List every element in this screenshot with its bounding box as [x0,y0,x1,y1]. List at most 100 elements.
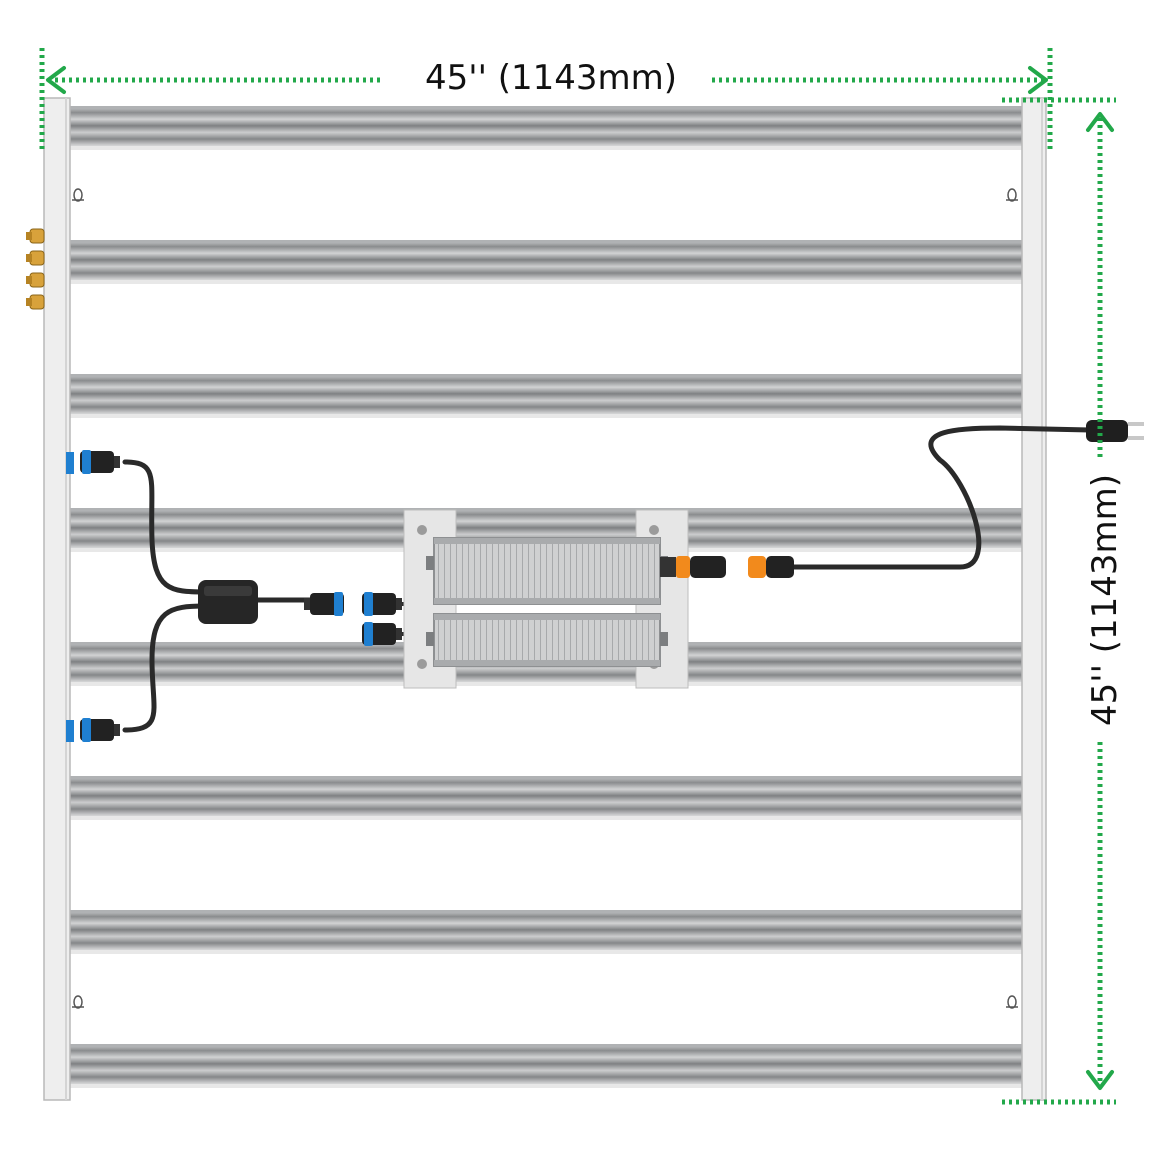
height-arrow-top [1086,112,1114,132]
width-arrow-right [1028,66,1048,94]
bar-top-edge [66,240,1026,243]
bar-bottom-edge [66,682,1026,686]
led-driver [426,613,668,667]
connector-tip [660,557,676,577]
port-body [29,272,45,288]
bar-bottom-edge [66,1084,1026,1088]
power-cable [787,425,1093,570]
hook-loop [73,995,83,1009]
y-splitter [198,580,258,624]
bar-top-edge [66,1044,1026,1047]
height-arrow-bottom [1086,1070,1114,1090]
bar-body [66,240,1026,284]
height-dimension-label: 45'' (1143mm) [1085,473,1125,727]
driver-tab [426,556,434,570]
connector-ring [82,718,91,742]
driver-tab [426,632,434,646]
hanging-hook [72,188,84,202]
orange-connector [660,556,726,578]
bar-bottom-edge [66,816,1026,820]
connector-body [690,556,726,578]
plate-hole [417,659,427,669]
plug-prong [1128,436,1144,440]
plate-hole [649,525,659,535]
connector-tip [114,456,120,468]
port-body [29,294,45,310]
plug-body [1086,420,1128,442]
hanging-hook [1006,995,1018,1009]
plug-prong [1128,422,1144,426]
bar-top-edge [66,374,1026,377]
connector-body [766,556,794,578]
hook-loop [1007,188,1017,202]
power-cable [122,603,208,733]
connector-tip [396,598,402,610]
light-bars [66,106,1026,1088]
connector-ring [82,450,91,474]
port-tip [26,254,32,262]
bar-socket [66,452,74,474]
driver-bottom-edge [434,660,660,666]
width-arrow-left [46,66,66,94]
bar-body [66,910,1026,954]
dimmer-port [26,250,45,266]
bar-bottom-edge [66,280,1026,284]
connector-ring [748,556,766,578]
connector-tip [396,628,402,640]
connector-ring [676,556,690,578]
splitter-highlight [204,586,252,596]
dimmer-port [26,294,45,310]
light-bar [66,240,1026,284]
power-cable [122,459,208,595]
left-rail [43,97,71,1101]
hook-loop [73,188,83,202]
right-rail [1021,97,1047,1101]
side-rails [26,97,1047,1101]
orange-connector [748,556,794,578]
port-tip [26,232,32,240]
light-bar [66,910,1026,954]
bar-body [66,1044,1026,1088]
light-bar [66,374,1026,418]
driver-body [433,537,661,605]
bar-top-edge [66,508,1026,511]
blue-connector [80,718,120,742]
led-driver [426,537,668,605]
bar-top-edge [66,776,1026,779]
bar-body [66,374,1026,418]
bar-body [66,106,1026,150]
blue-connector [80,450,120,474]
bar-bottom-edge [66,414,1026,418]
connector-ring [334,592,343,616]
bar-top-edge [66,910,1026,913]
plate-hole [417,525,427,535]
hanging-hook [72,995,84,1009]
bar-body [66,776,1026,820]
connector-ring [364,592,373,616]
dimmer-port [26,272,45,288]
hook-loop [1007,995,1017,1009]
port-body [29,250,45,266]
width-dimension-label: 45'' (1143mm) [425,58,678,98]
blue-connector [362,592,402,616]
port-tip [26,298,32,306]
light-bar [66,1044,1026,1088]
bar-top-edge [66,106,1026,109]
connector-tip [304,598,310,610]
light-bar [66,106,1026,150]
driver-top-edge [434,614,660,620]
connector-tip [114,724,120,736]
hanging-hook [1006,188,1018,202]
dimmer-port [26,228,45,244]
blue-connector [362,622,402,646]
bar-bottom-edge [66,146,1026,150]
driver-top-edge [434,538,660,544]
driver-tab [660,632,668,646]
driver-body [433,613,661,667]
wiring-hardware [66,420,1144,742]
power-plug [1086,420,1144,442]
light-bar [66,776,1026,820]
bar-socket [66,720,74,742]
blue-connector [304,592,344,616]
